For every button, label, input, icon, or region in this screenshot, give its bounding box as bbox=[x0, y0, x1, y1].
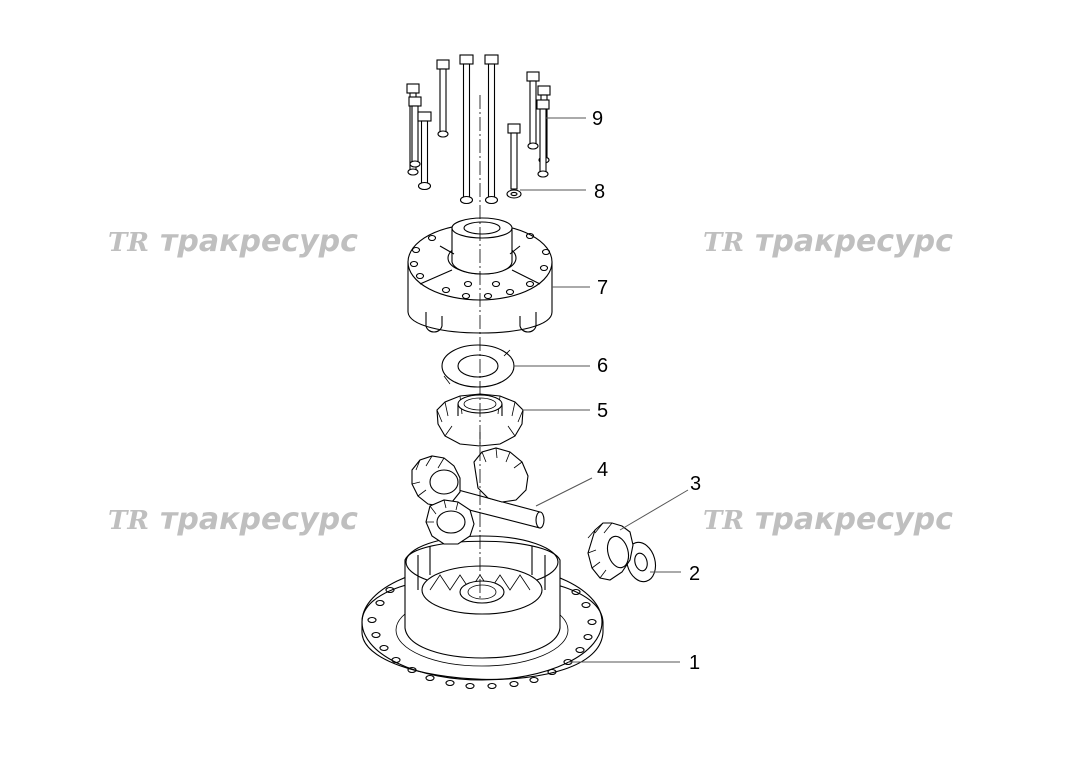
watermark-text: тракресурс bbox=[755, 224, 953, 259]
watermark-bottom-right: TR тракресурс bbox=[703, 502, 953, 537]
watermark-logo: TR bbox=[108, 506, 149, 536]
callout-8: 8 bbox=[594, 181, 605, 203]
leader-lines bbox=[514, 117, 689, 663]
watermark-logo: TR bbox=[108, 228, 149, 258]
bolt bbox=[417, 111, 432, 191]
bolt bbox=[507, 123, 521, 190]
bolt bbox=[459, 54, 474, 205]
callout-7: 7 bbox=[597, 277, 608, 299]
part-thrust-washer-small bbox=[625, 541, 657, 583]
part-thrust-washer-large bbox=[441, 344, 515, 388]
bolt bbox=[526, 71, 540, 150]
watermark-logo: TR bbox=[703, 506, 744, 536]
bolt bbox=[408, 96, 422, 168]
callout-4: 4 bbox=[597, 459, 608, 481]
callout-5: 5 bbox=[597, 400, 608, 422]
watermark-text: тракресурс bbox=[160, 224, 358, 259]
part-pinion-gear-right bbox=[587, 522, 634, 581]
part-case-cover bbox=[407, 217, 553, 334]
part-washer bbox=[506, 189, 522, 199]
watermark-text: тракресурс bbox=[755, 502, 953, 537]
callout-1: 1 bbox=[689, 652, 700, 674]
cover-bolt-holes bbox=[409, 232, 551, 300]
part-cross-shaft bbox=[411, 447, 545, 545]
watermark-text: тракресурс bbox=[160, 502, 358, 537]
part-bolts bbox=[406, 54, 551, 205]
watermark-top-right: TR тракресурс bbox=[703, 224, 953, 259]
callout-2: 2 bbox=[689, 563, 700, 585]
callout-labels: 1 2 3 4 5 6 7 8 9 bbox=[592, 108, 701, 674]
bolt bbox=[436, 59, 450, 138]
bolt bbox=[536, 99, 550, 178]
callout-9: 9 bbox=[592, 108, 603, 130]
callout-6: 6 bbox=[597, 355, 608, 377]
watermark-logo: TR bbox=[703, 228, 744, 258]
callout-3: 3 bbox=[690, 473, 701, 495]
bolt bbox=[484, 54, 499, 205]
flange-bolt-holes bbox=[367, 586, 597, 690]
watermark-top-left: TR тракресурс bbox=[108, 224, 358, 259]
watermark-bottom-left: TR тракресурс bbox=[108, 502, 358, 537]
part-differential-case bbox=[361, 535, 604, 690]
